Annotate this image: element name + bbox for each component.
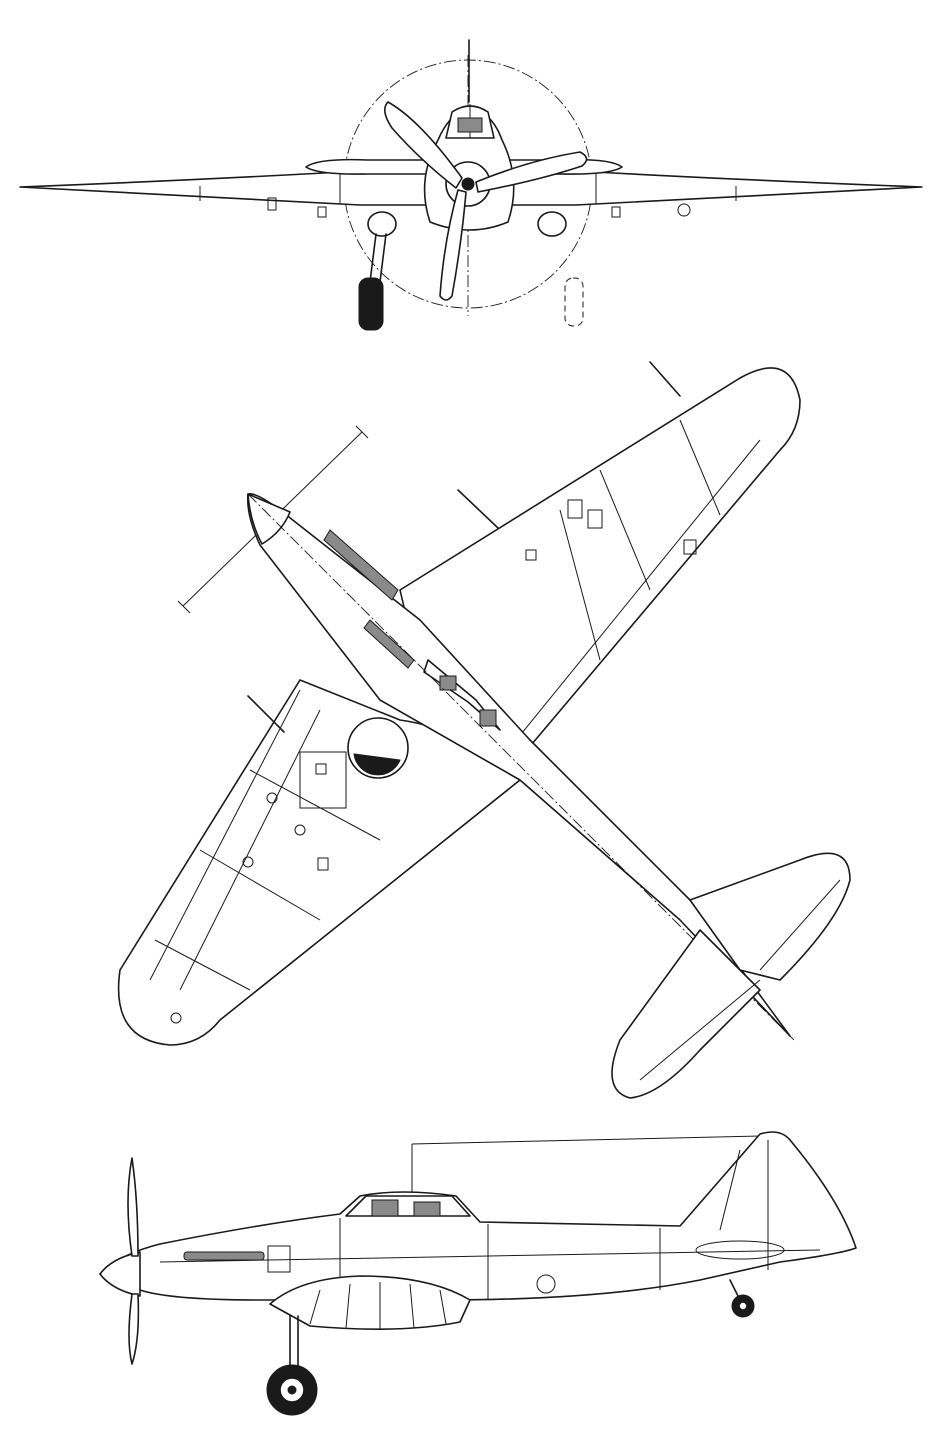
front-view — [19, 39, 923, 331]
front-prop-blade-right — [475, 151, 588, 193]
plan-wing-hatch — [683, 539, 697, 555]
side-main-wheel-axle — [287, 1385, 297, 1395]
plan-spinner — [247, 493, 291, 545]
front-retracted-wheel — [564, 277, 584, 327]
front-radiator-right — [537, 211, 567, 237]
plan-wing-panel-line — [249, 769, 381, 841]
plan-wing-gun-lower — [247, 695, 285, 733]
plan-view — [117, 361, 851, 1099]
side-canopy-glass — [371, 1199, 399, 1217]
plan-elevator-line — [759, 879, 841, 971]
plan-wing-panel-line — [199, 849, 321, 921]
plan-radiator-inner — [353, 753, 401, 776]
plan-wing-flap-line — [499, 439, 761, 761]
side-radiator-rib — [409, 1283, 415, 1329]
plan-wing-marker — [266, 792, 278, 804]
front-prop-blade-upper — [384, 101, 463, 189]
side-radiator-rib — [439, 1289, 447, 1325]
plan-wing-hatch — [315, 763, 327, 775]
plan-canopy-glass — [479, 709, 497, 727]
side-view — [99, 1131, 857, 1416]
front-main-wheel — [358, 277, 384, 331]
front-gear-leg — [379, 233, 387, 283]
plan-wing-panel-line — [559, 509, 601, 661]
plan-wing-gun-upper — [457, 489, 499, 529]
plan-wing-hatch — [317, 857, 329, 871]
plan-wing-panel-line — [154, 939, 251, 991]
side-exhaust-row — [183, 1251, 265, 1261]
plan-wing-aileron-line — [149, 689, 301, 981]
plan-wing-hatch — [525, 549, 537, 561]
front-wing-insignia — [677, 203, 691, 217]
front-wing-hatch — [611, 206, 621, 218]
side-insignia — [536, 1274, 556, 1294]
plan-wing-hatch — [299, 751, 347, 809]
plan-canopy-glass — [439, 675, 457, 691]
plan-wing-marker — [242, 856, 254, 868]
side-radiator-rib — [309, 1289, 321, 1325]
plan-exhaust — [363, 619, 415, 669]
plan-pitot — [649, 361, 681, 397]
side-prop-blade-lower — [128, 1293, 140, 1365]
front-wing-hatch — [317, 206, 327, 218]
plan-wing-marker — [294, 824, 306, 836]
side-canopy — [345, 1195, 471, 1217]
plan-wing-aileron-line — [179, 709, 321, 991]
side-radiator-rib — [345, 1283, 351, 1329]
side-gun-port — [267, 1245, 291, 1273]
side-tail-panel — [719, 1149, 741, 1231]
plan-elevator-line — [639, 979, 761, 1081]
side-canopy-glass — [413, 1201, 441, 1217]
span-dimension-tick — [355, 425, 369, 439]
plan-wing-marker — [170, 1012, 182, 1024]
plan-wing-panel-line — [679, 419, 721, 516]
front-spinner — [461, 177, 475, 191]
side-tail-panel-ellipse — [695, 1240, 785, 1260]
plan-wing-panel-line — [599, 469, 651, 591]
side-panel-line — [159, 1249, 821, 1263]
height-dimension-line — [411, 1135, 761, 1145]
side-radiator — [269, 1275, 471, 1330]
side-spinner — [99, 1251, 141, 1297]
front-windscreen — [457, 117, 483, 133]
front-prop-blade-lower — [439, 189, 467, 301]
plan-wing-hatch — [587, 509, 603, 529]
plan-wing-hatch — [567, 499, 583, 519]
side-prop-blade-upper — [127, 1157, 139, 1257]
plan-tailplane-lower — [611, 929, 761, 1099]
side-tail-wheel-hub — [738, 1301, 748, 1311]
front-gear-leg — [369, 233, 377, 283]
front-radiator-left — [367, 211, 397, 237]
plan-exhaust — [323, 529, 399, 601]
plan-tailplane-upper — [689, 852, 851, 981]
span-dimension-tick — [177, 600, 191, 614]
front-wing-hatch — [267, 197, 277, 211]
side-fuselage — [99, 1131, 857, 1301]
